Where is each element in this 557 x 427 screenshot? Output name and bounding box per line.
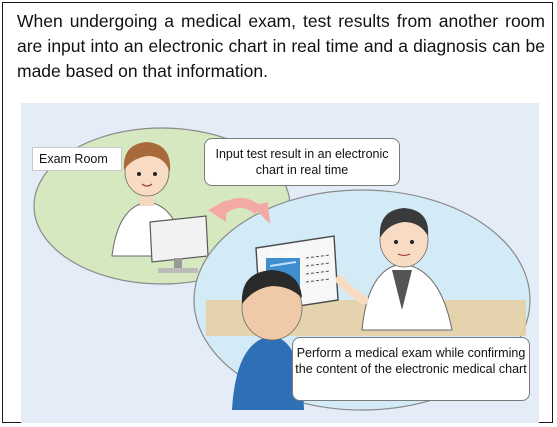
caption-text: When undergoing a medical exam, test res… [17, 11, 545, 81]
patient-figure [232, 270, 304, 410]
doctor-figure [335, 208, 453, 331]
input-result-text: Input test result in an electronic chart… [215, 147, 389, 177]
medical-exam-text: Perform a medical exam while confirming … [295, 346, 527, 376]
medical-exam-callout: Perform a medical exam while confirming … [292, 337, 530, 401]
input-result-callout: Input test result in an electronic chart… [204, 138, 400, 186]
transfer-arrow [208, 198, 270, 224]
exam-room-label: Exam Room [32, 147, 122, 171]
exam-room-monitor [149, 215, 209, 273]
screen-tag-text: 検査結果 [270, 250, 298, 259]
